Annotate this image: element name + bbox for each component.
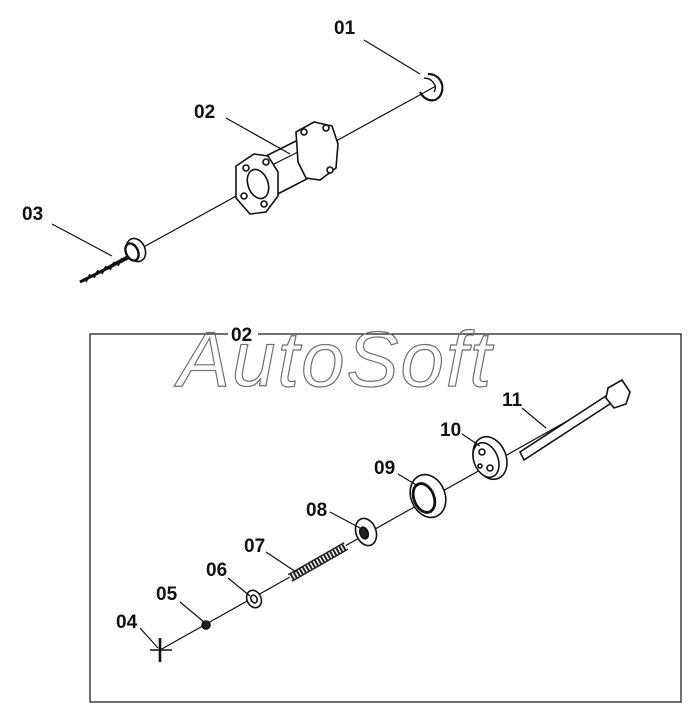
leader-03 xyxy=(51,223,113,257)
callout-01: 01 xyxy=(334,18,356,39)
detail-box-title: 02 xyxy=(231,325,252,346)
callout-04: 04 xyxy=(116,612,138,633)
detail-box: 02 xyxy=(89,322,682,703)
part-03-tool xyxy=(79,237,147,284)
leader-04 xyxy=(139,627,159,649)
callout-02: 02 xyxy=(194,102,215,123)
callout-11: 11 xyxy=(502,390,523,411)
upper-assembly: 01 02 03 xyxy=(22,18,444,284)
detail-box-frame xyxy=(89,333,682,703)
part-07-spring xyxy=(287,542,349,582)
part-11-bolt xyxy=(518,378,631,462)
watermark-text: AutoSoft xyxy=(174,315,495,403)
leader-02 xyxy=(225,117,291,155)
leader-10 xyxy=(461,433,481,447)
leader-06 xyxy=(227,577,251,597)
callout-09: 09 xyxy=(374,458,395,479)
part-06-nut xyxy=(245,589,263,609)
leader-01 xyxy=(363,39,421,75)
part-01-snap-ring xyxy=(419,72,444,102)
part-04-pin xyxy=(150,638,172,662)
part-02-housing xyxy=(235,121,339,215)
leader-05 xyxy=(179,601,205,623)
leader-07 xyxy=(265,551,297,573)
part-10-disc xyxy=(472,435,508,481)
part-05-ball xyxy=(201,620,211,630)
part-09-ring xyxy=(409,473,447,519)
callout-07: 07 xyxy=(244,536,265,557)
callout-08: 08 xyxy=(306,500,327,521)
detail-axis-line xyxy=(159,387,627,651)
callout-06: 06 xyxy=(206,560,227,581)
leader-08 xyxy=(329,511,361,529)
leader-11 xyxy=(521,407,547,429)
callout-03: 03 xyxy=(22,204,43,225)
part-08-washer xyxy=(354,517,378,547)
callout-10: 10 xyxy=(440,420,461,441)
leader-09 xyxy=(397,473,419,487)
callout-05: 05 xyxy=(156,584,178,605)
